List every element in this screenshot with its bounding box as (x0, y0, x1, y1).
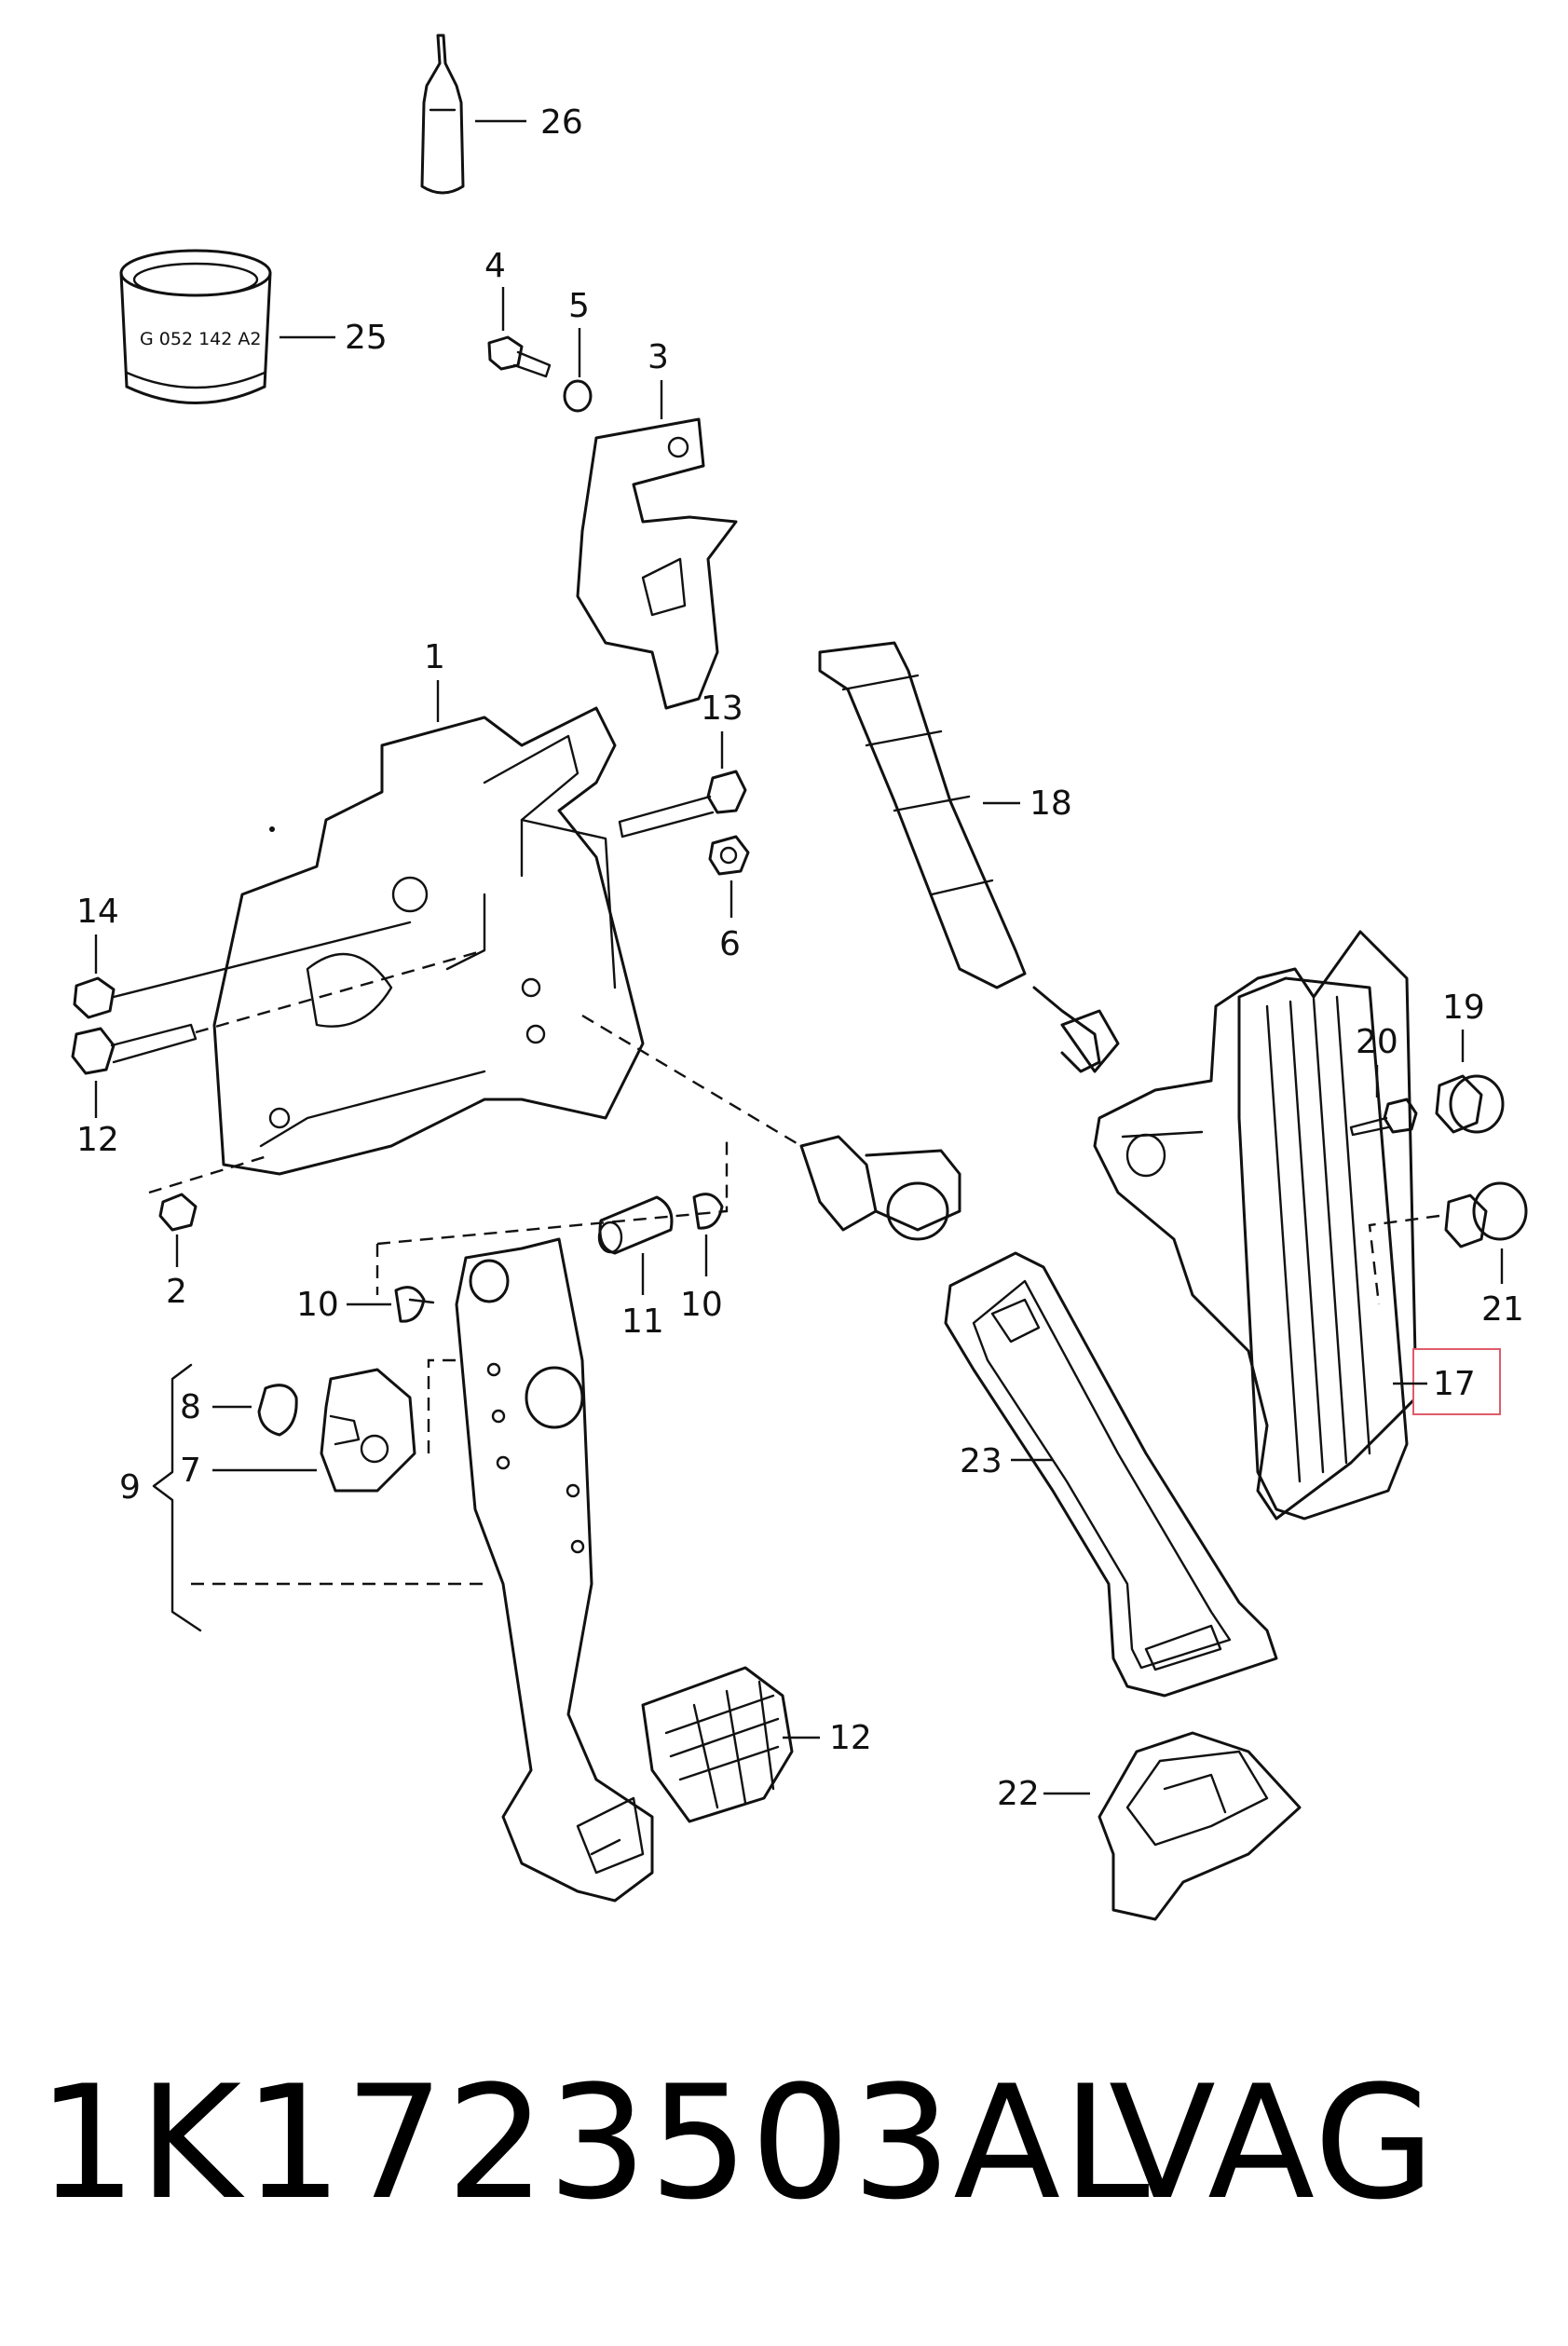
part-18-sensor-rail (818, 641, 1120, 1073)
can-print-label: G 052 142 A2 (140, 329, 261, 349)
footer-caption: 1K1723503ALVAG (37, 2045, 1547, 2241)
part-21-cap (1444, 1181, 1528, 1248)
callout-2: 2 (166, 1273, 187, 1311)
callout-7: 7 (180, 1452, 201, 1490)
part-20-screw (1349, 1098, 1418, 1137)
callout-11: 11 (621, 1303, 664, 1341)
callout-6: 6 (719, 925, 741, 963)
callout-21: 21 (1481, 1290, 1524, 1329)
callout-19: 19 (1442, 989, 1485, 1027)
part-14-bolt (618, 770, 747, 839)
stray-dot (269, 826, 275, 832)
part-10-bushing-left (394, 1286, 435, 1323)
callout-4: 4 (484, 247, 506, 285)
callout-23: 23 (960, 1442, 1002, 1480)
callout-1: 1 (424, 638, 445, 676)
brand-name: VAG (1109, 2052, 1438, 2234)
part-19-cap (1435, 1074, 1505, 1134)
callout-22: 22 (997, 1775, 1040, 1813)
callout-20: 20 (1356, 1023, 1398, 1061)
part-4-bolt (487, 335, 552, 378)
part-1-pedal-bracket (212, 706, 645, 1176)
callout-8: 8 (180, 1388, 201, 1426)
part-12-pedal-pad (641, 1666, 794, 1823)
part-25-grease-can: G 052 142 A2 (119, 249, 272, 404)
part-5-washer (563, 379, 593, 413)
callout-14: 13 (701, 689, 743, 728)
part-26-sealant-tube (420, 34, 465, 195)
callout-5: 5 (568, 287, 590, 325)
part-10-bushing-right (692, 1193, 724, 1230)
part-7-pivot-block (320, 1368, 416, 1493)
part-15-nut (73, 976, 116, 1019)
part-11-sleeve (597, 1195, 674, 1255)
callout-17-highlight (1412, 1348, 1501, 1415)
part-number: 1K1723503AL (37, 2052, 1152, 2234)
part-8-clip (257, 1384, 298, 1437)
part-6-nut (708, 835, 750, 876)
group-9-bracket (152, 1363, 202, 1632)
part-brake-switch (799, 1135, 961, 1241)
callout-9: 9 (119, 1468, 141, 1507)
callout-25: 25 (345, 319, 388, 357)
part-23-floor-mat (944, 1251, 1278, 1698)
part-brake-pedal-arm (455, 1237, 654, 1903)
part-17-accelerator-pedal (1093, 930, 1418, 1521)
callout-10-left: 10 (296, 1286, 339, 1324)
callout-26: 26 (540, 103, 583, 142)
callout-12: 12 (829, 1719, 872, 1757)
part-13-bolt (71, 1023, 198, 1075)
callout-13: 12 (76, 1121, 119, 1159)
part-2-nut (158, 1193, 198, 1232)
callout-3: 3 (648, 338, 669, 376)
callout-15: 14 (76, 893, 119, 931)
callout-10-right: 10 (680, 1286, 723, 1324)
part-3-bracket (576, 417, 738, 710)
part-22-cover (1098, 1731, 1302, 1921)
callout-18: 18 (1029, 784, 1072, 823)
callout-17: 17 (1433, 1365, 1476, 1403)
